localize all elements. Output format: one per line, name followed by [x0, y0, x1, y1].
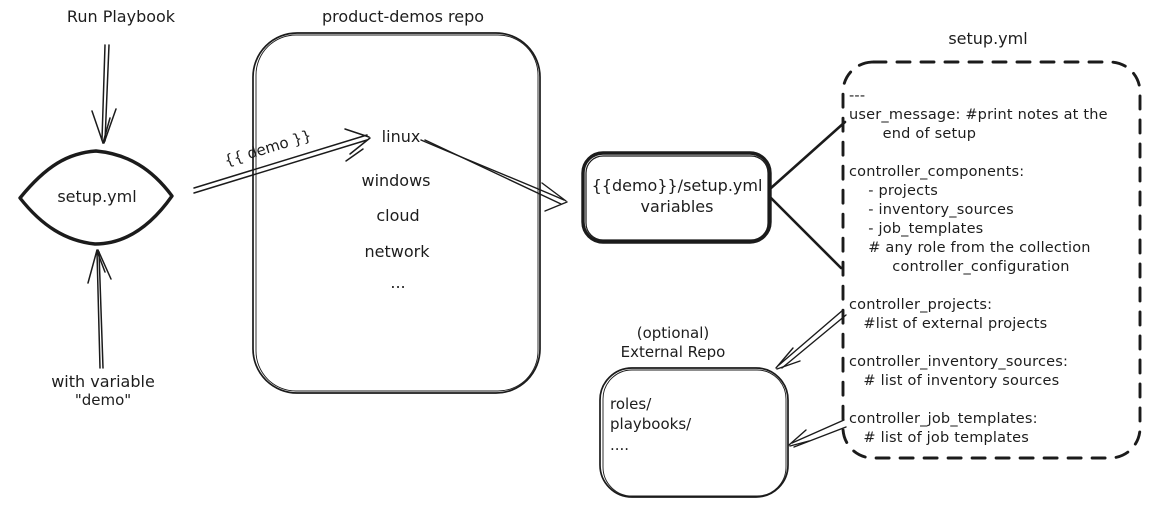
yaml-line: controller_job_templates:: [849, 411, 1038, 427]
yaml-line: user_message: #print notes at the: [849, 107, 1108, 123]
yaml-line: controller_projects:: [849, 297, 993, 313]
repo-item-more: ...: [390, 273, 406, 292]
yaml-line: #list of external projects: [849, 316, 1048, 332]
yaml-line: - job_templates: [849, 221, 984, 237]
yaml-line: - projects: [849, 183, 938, 199]
product-demos-repo-box: [252, 32, 541, 394]
repo-item-cloud: cloud: [376, 206, 420, 225]
yaml-line: controller_inventory_sources:: [849, 354, 1069, 370]
variables-box-line2: variables: [640, 197, 714, 216]
setup-yml-title: setup.yml: [948, 29, 1028, 48]
setup-yml-diamond: [18, 149, 174, 246]
linux-to-variables-arrow: [420, 139, 568, 212]
external-repo-line-playbooks: playbooks/: [610, 415, 692, 433]
with-variable-label: with variable: [51, 372, 155, 391]
external-repo-title: External Repo: [620, 343, 726, 361]
external-repo-line-roles: roles/: [610, 395, 652, 413]
jobtemplates-to-external-arrow: [788, 419, 847, 448]
yaml-line: # list of inventory sources: [849, 373, 1060, 389]
repo-item-windows: windows: [361, 171, 431, 190]
variables-to-setupyml-lines: [768, 120, 847, 270]
variables-box-line1: {{demo}}/setup.yml: [591, 176, 763, 195]
run-playbook-arrow: [91, 44, 117, 144]
yaml-line: controller_configuration: [849, 259, 1070, 275]
repo-item-network: network: [364, 242, 430, 261]
yaml-line: - inventory_sources: [849, 202, 1014, 218]
external-repo-optional-label: (optional): [636, 324, 710, 342]
projects-to-external-arrow: [775, 309, 847, 370]
yaml-line: # any role from the collection: [849, 240, 1091, 256]
diamond-label: setup.yml: [57, 187, 137, 206]
yaml-line: controller_components:: [849, 164, 1025, 180]
external-repo-box: [599, 367, 789, 498]
run-playbook-label: Run Playbook: [66, 7, 176, 26]
with-variable-quote: "demo": [74, 391, 132, 409]
yaml-line: end of setup: [849, 126, 977, 142]
repo-item-linux: linux: [381, 127, 421, 146]
yaml-line: ---: [849, 88, 866, 104]
yaml-line: # list of job templates: [849, 430, 1029, 446]
with-variable-arrow: [87, 249, 112, 369]
demo-arrow: [193, 128, 371, 194]
repo-title: product-demos repo: [321, 7, 485, 26]
external-repo-line-more: ....: [610, 436, 630, 454]
